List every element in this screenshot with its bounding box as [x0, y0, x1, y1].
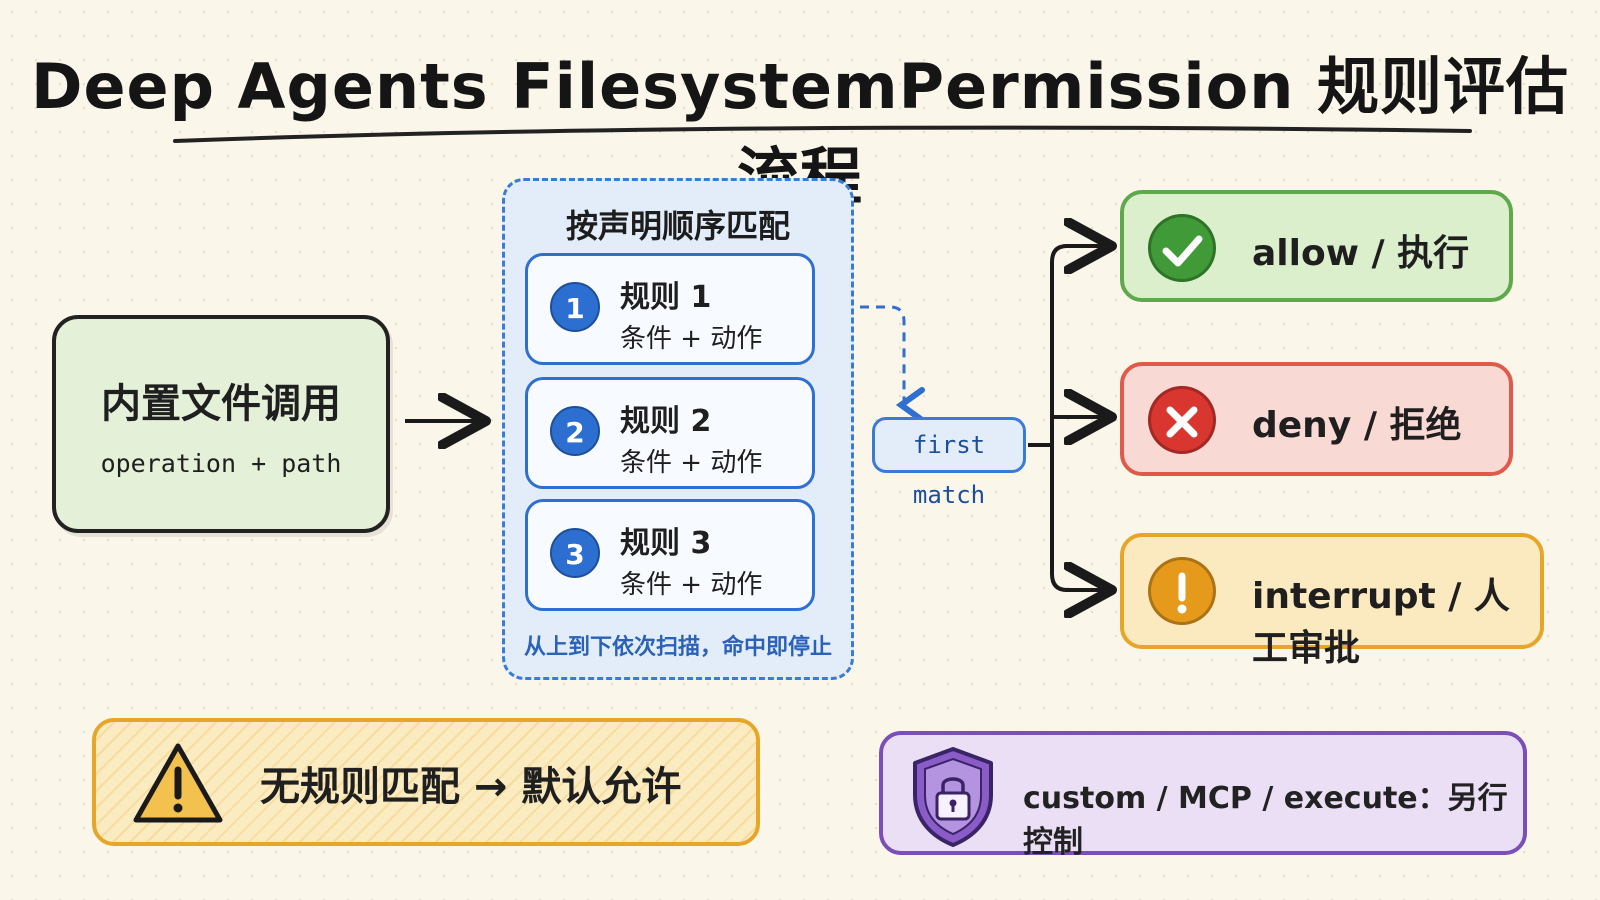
rule-number-badge: 1: [550, 282, 600, 332]
rule-desc: 条件 + 动作: [620, 570, 763, 600]
rule-group-title: 按声明顺序匹配: [565, 207, 790, 245]
builtin-file-call-box: 内置文件调用 operation + path: [52, 315, 390, 533]
title-underline: [173, 125, 1472, 143]
custom-control-text: custom / MCP / execute：另行控制: [1023, 781, 1508, 860]
default-allow-note: 无规则匹配 → 默认允许: [92, 718, 760, 846]
rule-name: 规则 3: [620, 526, 712, 561]
rule-desc: 条件 + 动作: [620, 324, 763, 354]
rule-group-footer: 从上到下依次扫描，命中即停止: [523, 635, 832, 660]
rule-card-2: 2 规则 2 条件 + 动作: [525, 377, 815, 489]
rule-name: 规则 2: [620, 404, 712, 439]
x-icon: [1148, 386, 1216, 454]
arrow-rule1-to-first-match: [828, 305, 925, 423]
input-title: 内置文件调用: [101, 381, 341, 427]
rule-card-3: 3 规则 3 条件 + 动作: [525, 499, 815, 611]
page-title: Deep Agents FilesystemPermission 规则评估流程: [31, 50, 1569, 213]
rule-number-badge: 2: [550, 406, 600, 456]
exclamation-icon: [1148, 557, 1216, 625]
check-icon: [1148, 214, 1216, 282]
custom-control-note: custom / MCP / execute：另行控制: [879, 731, 1527, 860]
rule-card-1: 1 规则 1 条件 + 动作: [525, 253, 815, 365]
shield-lock-icon: [913, 747, 993, 847]
default-allow-text: 无规则匹配 → 默认允许: [260, 764, 682, 810]
first-match-tag: first match: [872, 417, 1026, 509]
rule-name: 规则 1: [620, 280, 712, 315]
outcome-deny: deny / 拒绝: [1120, 362, 1513, 476]
rule-group: 按声明顺序匹配 1 规则 1 条件 + 动作 2 规则 2 条件 + 动作 3 …: [502, 178, 854, 680]
outcome-label: interrupt / 人工审批: [1252, 576, 1510, 669]
rule-desc: 条件 + 动作: [620, 448, 763, 478]
input-subtitle: operation + path: [100, 449, 342, 478]
outcome-label: deny / 拒绝: [1252, 405, 1462, 446]
outcome-label: allow / 执行: [1252, 233, 1470, 274]
rule-number-badge: 3: [550, 528, 600, 578]
warning-icon: [133, 743, 223, 823]
outcome-allow: allow / 执行: [1120, 190, 1513, 302]
outcome-interrupt: interrupt / 人工审批: [1120, 533, 1544, 669]
